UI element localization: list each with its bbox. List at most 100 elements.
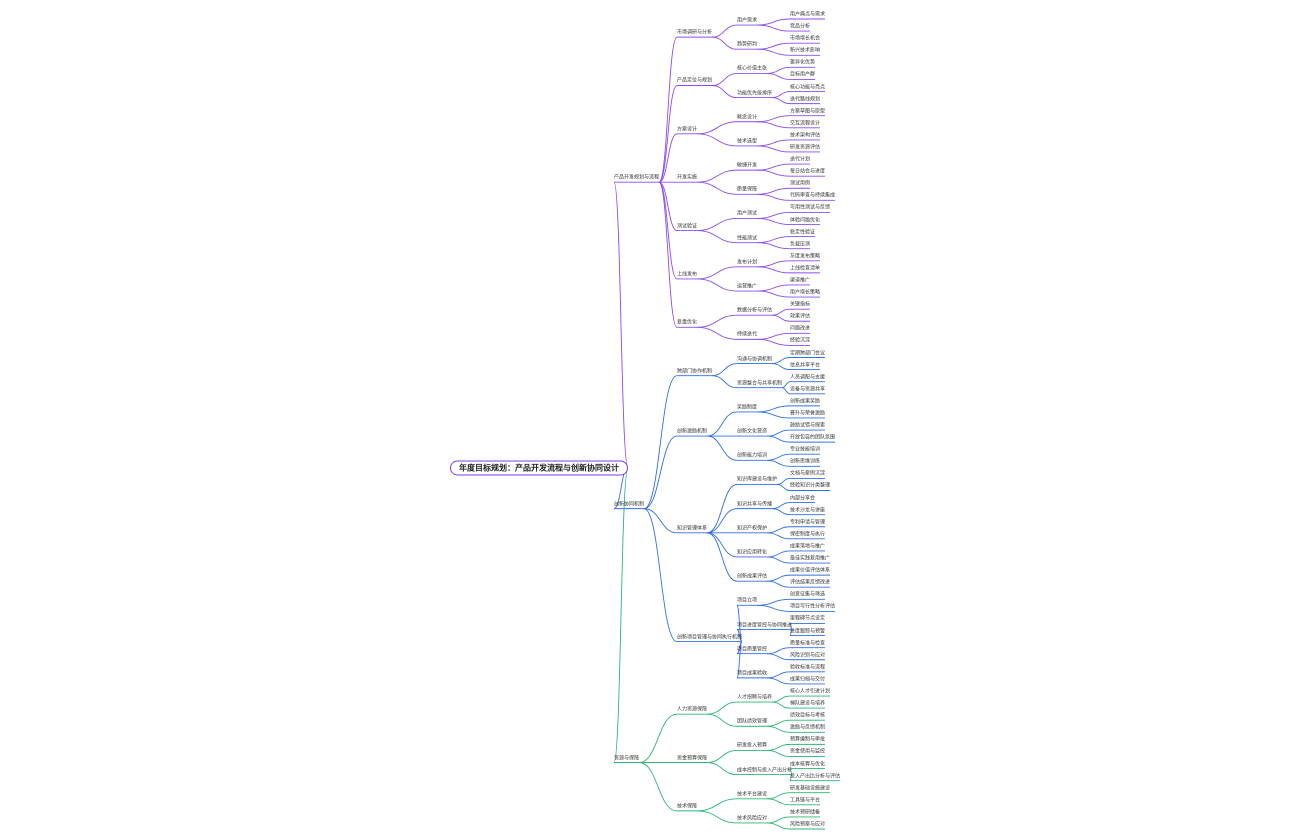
group-topic[interactable]: 数据分析与评估 (737, 307, 773, 314)
leaf-topic[interactable]: 渠道推广 (790, 277, 811, 284)
group-topic[interactable]: 知识共享与传播 (737, 501, 773, 508)
group-topic[interactable]: 成本控制与投入产出分析 (737, 767, 793, 774)
subtopic[interactable]: 资金预算保障 (677, 755, 708, 761)
leaf-topic[interactable]: 迭代路线规划 (790, 96, 821, 103)
leaf-topic[interactable]: 成果归档与交付 (790, 676, 826, 683)
group-topic[interactable]: 趋势研判 (737, 41, 758, 48)
leaf-topic[interactable]: 评估结果反馈改进 (790, 579, 831, 586)
group-topic[interactable]: 知识库建设与维护 (737, 476, 778, 483)
group-topic[interactable]: 沟通与协调机制 (737, 356, 773, 363)
subtopic[interactable]: 技术保障 (677, 803, 698, 810)
leaf-topic[interactable]: 文档与案例沉淀 (790, 470, 826, 477)
group-topic[interactable]: 项目进度管控与协同推进 (737, 622, 793, 629)
leaf-topic[interactable]: 信息共享平台 (790, 362, 821, 369)
leaf-topic[interactable]: 最佳实践复用推广 (790, 555, 831, 562)
leaf-topic[interactable]: 项目可行性分析评估 (790, 603, 836, 610)
leaf-topic[interactable]: 验收标准与流程 (790, 664, 826, 671)
leaf-topic[interactable]: 技术预研储备 (790, 809, 821, 816)
leaf-topic[interactable]: 专利申请与管理 (790, 519, 826, 526)
main-branch-topic[interactable]: 创新协同机制 (614, 501, 645, 508)
group-topic[interactable]: 功能优先级排序 (737, 90, 773, 97)
subtopic[interactable]: 人力资源保障 (677, 706, 708, 713)
leaf-topic[interactable]: 人员调配与支援 (790, 374, 826, 381)
subtopic[interactable]: 创新激励机制 (677, 428, 708, 435)
leaf-topic[interactable]: 迭代计划 (790, 156, 811, 163)
subtopic[interactable]: 开发实施 (677, 174, 698, 181)
leaf-topic[interactable]: 鼓励试错与探索 (790, 422, 826, 429)
leaf-topic[interactable]: 晋升与荣誉激励 (790, 410, 826, 417)
subtopic[interactable]: 复盘优化 (677, 319, 698, 326)
leaf-topic[interactable]: 每日站会与进度 (790, 168, 826, 175)
leaf-topic[interactable]: 目标用户群 (790, 71, 816, 78)
leaf-topic[interactable]: 成果价值评估体系 (790, 567, 831, 574)
leaf-topic[interactable]: 创新成果奖励 (790, 398, 821, 405)
leaf-topic[interactable]: 投入产出比分析与评估 (790, 773, 841, 780)
leaf-topic[interactable]: 质量标准与检查 (790, 640, 826, 647)
group-topic[interactable]: 创新能力培训 (737, 452, 768, 459)
group-topic[interactable]: 奖励制度 (737, 404, 758, 411)
leaf-topic[interactable]: 稳定性验证 (790, 229, 816, 236)
leaf-topic[interactable]: 成本核算与优化 (790, 761, 826, 768)
leaf-topic[interactable]: 预算编制与审批 (790, 736, 826, 743)
subtopic[interactable]: 创新项目管理与协同执行机制 (677, 634, 743, 641)
leaf-topic[interactable]: 风险识别与应对 (790, 652, 826, 659)
subtopic[interactable]: 方案设计 (677, 126, 698, 133)
group-topic[interactable]: 人才招聘与培养 (737, 694, 773, 701)
leaf-topic[interactable]: 经验知识分类整理 (790, 482, 831, 489)
group-topic[interactable]: 核心价值主张 (737, 65, 768, 72)
group-topic[interactable]: 知识产权保护 (737, 525, 768, 532)
group-topic[interactable]: 运营推广 (737, 283, 758, 290)
group-topic[interactable]: 用户需求 (737, 17, 758, 24)
leaf-topic[interactable]: 里程碑节点设定 (790, 615, 826, 622)
group-topic[interactable]: 技术风险应对 (737, 815, 768, 822)
leaf-topic[interactable]: 新兴技术影响 (790, 47, 821, 54)
subtopic[interactable]: 测试验证 (677, 223, 698, 230)
group-topic[interactable]: 创新成果评估 (737, 573, 768, 580)
group-topic[interactable]: 质量保障 (737, 186, 758, 193)
leaf-topic[interactable]: 技术架构评估 (790, 132, 821, 139)
leaf-topic[interactable]: 专业技能培训 (790, 446, 821, 453)
group-topic[interactable]: 概念设计 (737, 114, 758, 121)
leaf-topic[interactable]: 工具链与平台 (790, 797, 821, 804)
group-topic[interactable]: 资源整合与共享机制 (737, 380, 783, 387)
group-topic[interactable]: 项目质量管控 (737, 646, 768, 653)
leaf-topic[interactable]: 内部分享会 (790, 495, 816, 502)
leaf-topic[interactable]: 差异化优势 (790, 59, 816, 66)
leaf-topic[interactable]: 激励与反馈机制 (790, 724, 826, 731)
group-topic[interactable]: 技术平台建设 (737, 791, 768, 798)
leaf-topic[interactable]: 效果评估 (790, 313, 811, 320)
leaf-topic[interactable]: 可用性测试与反馈 (790, 204, 831, 211)
leaf-topic[interactable]: 成果落地与推广 (790, 543, 826, 550)
leaf-topic[interactable]: 上线检查清单 (790, 265, 821, 272)
subtopic[interactable]: 市场调研与分析 (677, 29, 713, 36)
subtopic[interactable]: 知识管理体系 (677, 525, 708, 532)
leaf-topic[interactable]: 问题改进 (790, 325, 811, 332)
main-branch-topic[interactable]: 产品开发规划与流程 (614, 174, 660, 181)
subtopic[interactable]: 上线发布 (677, 271, 698, 278)
leaf-topic[interactable]: 设备与资源共享 (790, 386, 826, 393)
leaf-topic[interactable]: 用户增长策略 (790, 289, 821, 296)
group-topic[interactable]: 用户测试 (737, 210, 758, 217)
leaf-topic[interactable]: 创新思维训练 (790, 458, 821, 465)
leaf-topic[interactable]: 用户痛点与需求 (790, 11, 826, 18)
leaf-topic[interactable]: 经验沉淀 (790, 337, 811, 344)
leaf-topic[interactable]: 绩效目标与考核 (790, 712, 826, 719)
leaf-topic[interactable]: 方案草图与原型 (790, 108, 826, 115)
leaf-topic[interactable]: 代码审查与持续集成 (790, 192, 836, 199)
leaf-topic[interactable]: 保密制度与执行 (790, 531, 826, 538)
subtopic[interactable]: 产品定位与规划 (677, 77, 713, 84)
leaf-topic[interactable]: 进度跟踪与预警 (790, 628, 826, 635)
group-topic[interactable]: 技术选型 (737, 138, 758, 145)
group-topic[interactable]: 发布计划 (737, 259, 758, 266)
leaf-topic[interactable]: 交互流程设计 (790, 120, 821, 127)
leaf-topic[interactable]: 关键指标 (790, 301, 811, 308)
leaf-topic[interactable]: 资金使用与监控 (790, 748, 826, 755)
leaf-topic[interactable]: 市场增长机会 (790, 35, 821, 42)
group-topic[interactable]: 项目成果验收 (737, 670, 768, 677)
group-topic[interactable]: 知识应用转化 (737, 549, 768, 556)
leaf-topic[interactable]: 核心人才引进计划 (790, 688, 831, 695)
group-topic[interactable]: 团队绩效管理 (737, 718, 768, 725)
leaf-topic[interactable]: 技术沙龙与讲座 (790, 507, 826, 514)
group-topic[interactable]: 持续迭代 (737, 331, 758, 338)
leaf-topic[interactable]: 灰度发布策略 (790, 253, 821, 260)
